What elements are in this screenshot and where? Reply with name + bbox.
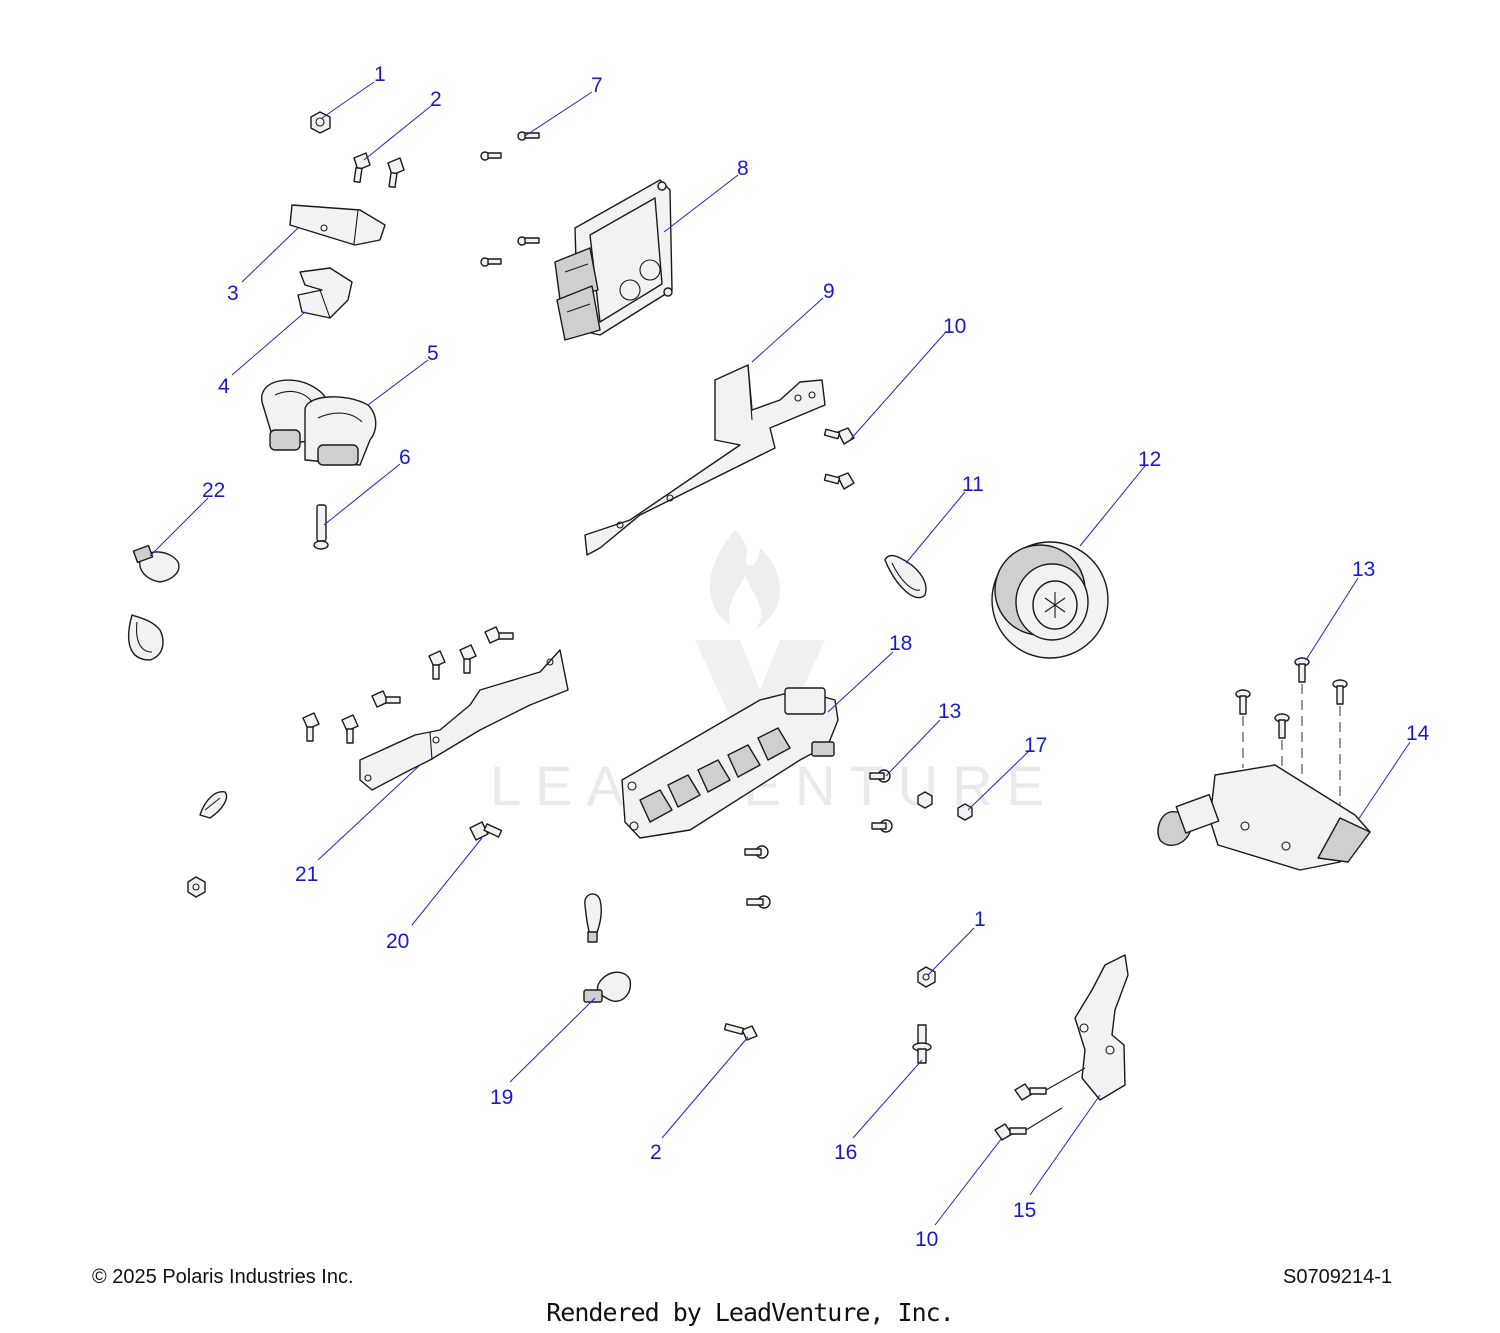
hose-clamp-left xyxy=(132,544,180,583)
callout-8: 8 xyxy=(737,157,749,180)
drawing-code: S0709214-1 xyxy=(1283,1266,1392,1288)
rendered-by-text: Rendered by LeadVenture, Inc. xyxy=(546,1298,955,1327)
callout-18: 18 xyxy=(889,632,912,655)
callout-1: 1 xyxy=(374,63,386,86)
callout-21: 21 xyxy=(295,863,318,886)
ignition-coil xyxy=(261,379,377,466)
callout-labels: 1 2 7 8 3 4 5 6 9 10 22 11 12 13 18 13 1… xyxy=(202,63,1430,1251)
stud-16 xyxy=(912,1024,932,1064)
callout-19: 19 xyxy=(490,1086,513,1109)
lower-bracket-bolts xyxy=(302,626,514,744)
callout-20: 20 xyxy=(386,930,409,953)
coil-clip xyxy=(297,267,353,319)
callout-15: 15 xyxy=(1013,1199,1036,1222)
bracket-15 xyxy=(1074,954,1129,1101)
fuse-relay-box xyxy=(621,687,839,839)
callout-11: 11 xyxy=(962,473,984,496)
callout-5: 5 xyxy=(427,342,439,365)
callout-9: 9 xyxy=(823,280,835,303)
hose-clamp-19 xyxy=(583,971,632,1003)
callout-2-lower: 2 xyxy=(650,1141,662,1164)
bolts-top xyxy=(353,152,405,189)
bolt-lower xyxy=(723,1023,758,1041)
ring-terminal xyxy=(584,893,602,943)
coil-long-bolt xyxy=(313,504,329,550)
callout-2: 2 xyxy=(430,88,442,111)
leader-lines xyxy=(149,81,1411,1226)
callout-6: 6 xyxy=(399,446,411,469)
callout-13-right: 13 xyxy=(1352,558,1375,581)
zip-tie-left xyxy=(127,614,164,661)
ecu-module xyxy=(554,179,673,341)
callout-3: 3 xyxy=(227,282,239,305)
callout-12: 12 xyxy=(1138,448,1161,471)
callout-10: 10 xyxy=(943,315,966,338)
zip-tie-right xyxy=(884,554,927,599)
watermark-flame-icon xyxy=(710,530,780,630)
copyright-text: © 2025 Polaris Industries Inc. xyxy=(92,1266,354,1288)
callout-10-lower: 10 xyxy=(915,1228,938,1251)
watermark: LEADVENTURE xyxy=(490,530,1044,817)
callout-17: 17 xyxy=(1024,734,1047,757)
callout-1-lower: 1 xyxy=(974,908,986,931)
upper-bracket xyxy=(289,204,386,246)
callout-7: 7 xyxy=(591,74,603,97)
control-module xyxy=(1157,764,1371,871)
nuts-mid xyxy=(917,791,973,821)
grommet-cap xyxy=(991,541,1109,659)
nut-top xyxy=(310,111,331,134)
nut-left xyxy=(187,876,206,898)
bolt-20 xyxy=(469,821,503,841)
bracket-bolts-mid xyxy=(823,427,855,490)
bolts-lower xyxy=(994,1067,1086,1141)
ecu-screws xyxy=(480,131,540,267)
screws-mid xyxy=(744,769,893,909)
grommet-pin-left xyxy=(199,791,228,819)
lower-bracket xyxy=(359,649,569,791)
callout-22: 22 xyxy=(202,479,225,502)
callout-4: 4 xyxy=(218,375,230,398)
callout-16: 16 xyxy=(834,1141,857,1164)
callout-13-mid: 13 xyxy=(938,700,961,723)
callout-14: 14 xyxy=(1406,722,1430,745)
ecu-mount-bracket xyxy=(584,364,826,556)
